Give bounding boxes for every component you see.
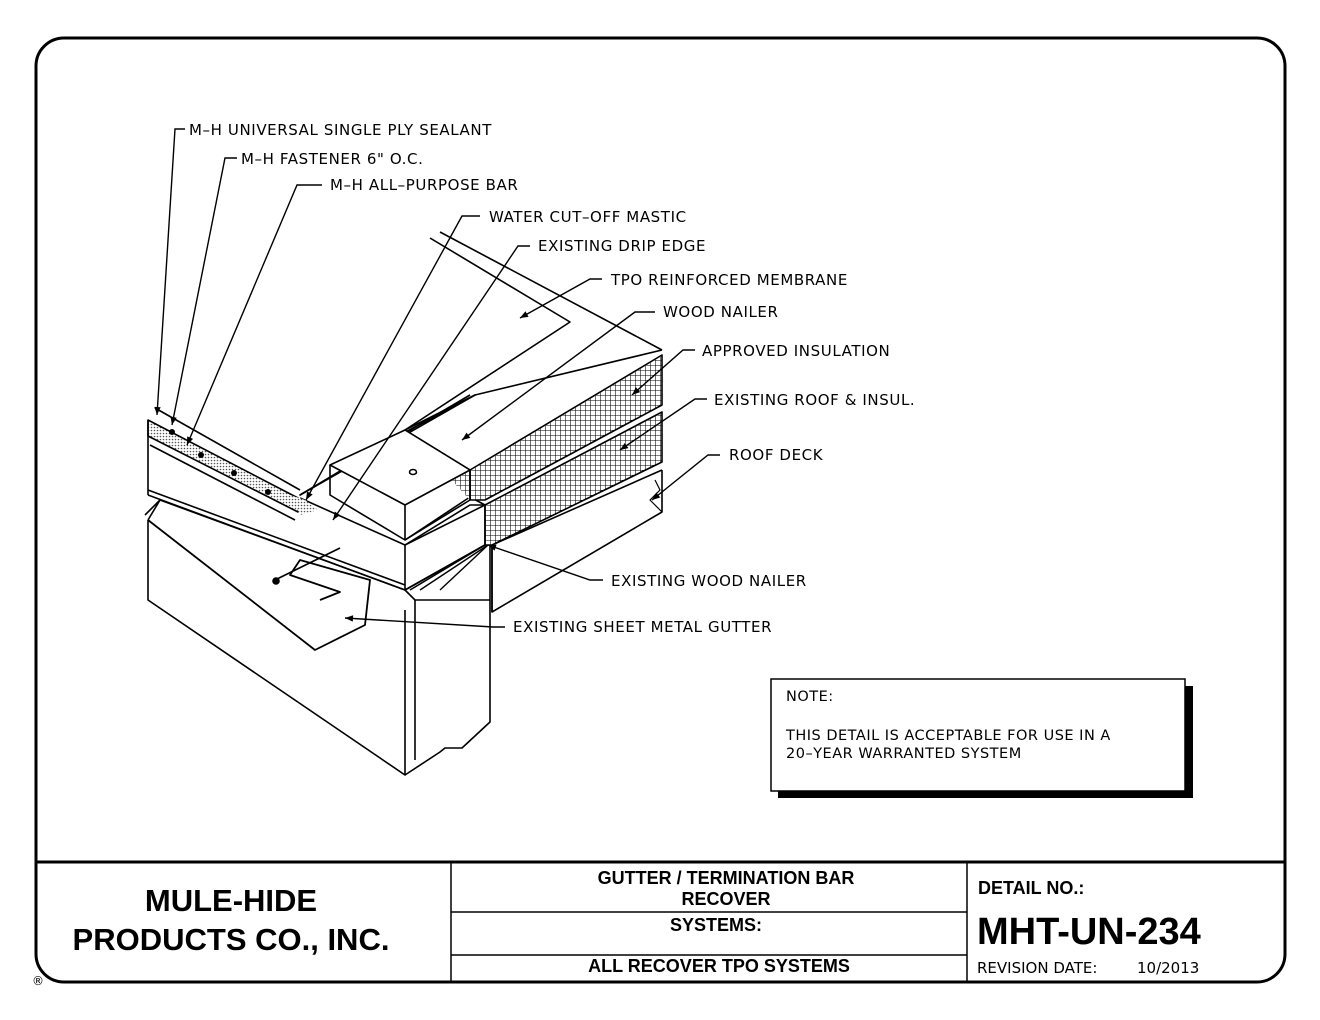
roof-edge-illustration xyxy=(144,231,663,776)
company-name-line-1: MULE-HIDE xyxy=(145,883,317,918)
title-block xyxy=(36,860,1285,982)
systems-value: ALL RECOVER TPO SYSTEMS xyxy=(588,956,850,976)
callout-roof-deck: ROOF DECK xyxy=(729,446,824,464)
note-line-2: 20–YEAR WARRANTED SYSTEM xyxy=(786,746,1022,762)
revision-date-label: REVISION DATE: xyxy=(977,959,1097,977)
detail-number-label: DETAIL NO.: xyxy=(978,878,1084,898)
callout-existing-nailer: EXISTING WOOD NAILER xyxy=(611,572,807,590)
callout-fastener: M–H FASTENER 6" O.C. xyxy=(241,150,423,168)
systems-label: SYSTEMS: xyxy=(670,915,762,935)
callout-mastic: WATER CUT–OFF MASTIC xyxy=(489,208,687,226)
gutter-shape xyxy=(147,519,371,651)
leader-lines xyxy=(154,128,720,628)
note-heading: NOTE: xyxy=(786,689,834,705)
callout-drip-edge: EXISTING DRIP EDGE xyxy=(538,237,706,255)
company-name-line-2: PRODUCTS CO., INC. xyxy=(73,922,390,957)
callout-wood-nailer: WOOD NAILER xyxy=(663,303,779,321)
note-line-1: THIS DETAIL IS ACCEPTABLE FOR USE IN A xyxy=(785,728,1111,744)
callout-insulation: APPROVED INSULATION xyxy=(702,342,890,360)
revision-date-value: 10/2013 xyxy=(1137,959,1199,977)
sheet-border xyxy=(34,36,1287,984)
registered-mark: ® xyxy=(32,974,44,988)
callout-membrane: TPO REINFORCED MEMBRANE xyxy=(610,271,848,289)
callout-bar: M–H ALL–PURPOSE BAR xyxy=(330,176,518,194)
callout-sealant: M–H UNIVERSAL SINGLE PLY SEALANT xyxy=(189,121,492,139)
callout-existing-roof: EXISTING ROOF & INSUL. xyxy=(714,391,915,409)
detail-title-line-1: GUTTER / TERMINATION BAR xyxy=(598,868,855,888)
callout-gutter: EXISTING SHEET METAL GUTTER xyxy=(513,618,772,636)
detail-title-line-2: RECOVER xyxy=(681,889,770,909)
detail-number: MHT-UN-234 xyxy=(977,911,1201,953)
note-box: NOTE: THIS DETAIL IS ACCEPTABLE FOR USE … xyxy=(770,678,1193,798)
